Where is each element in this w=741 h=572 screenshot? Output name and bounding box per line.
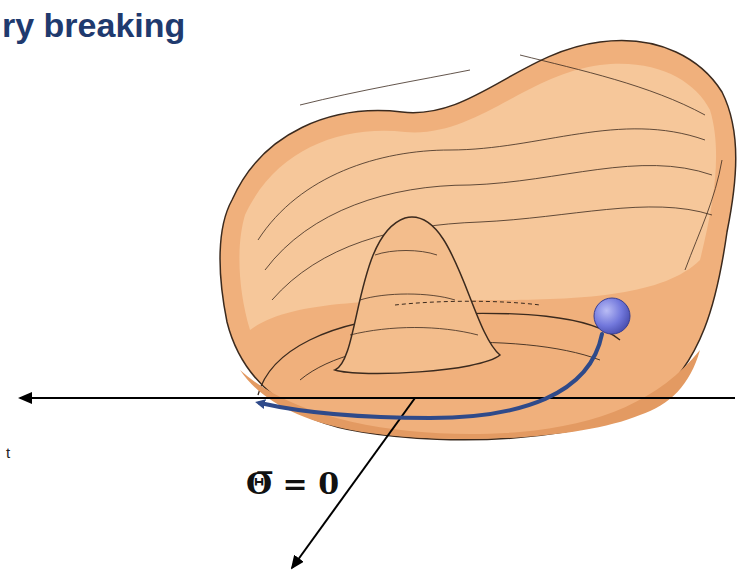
slide-title: ry breaking bbox=[2, 6, 185, 45]
theta-label: Θ̅ = 0 bbox=[246, 466, 339, 501]
cut-off-text: t bbox=[6, 444, 10, 461]
